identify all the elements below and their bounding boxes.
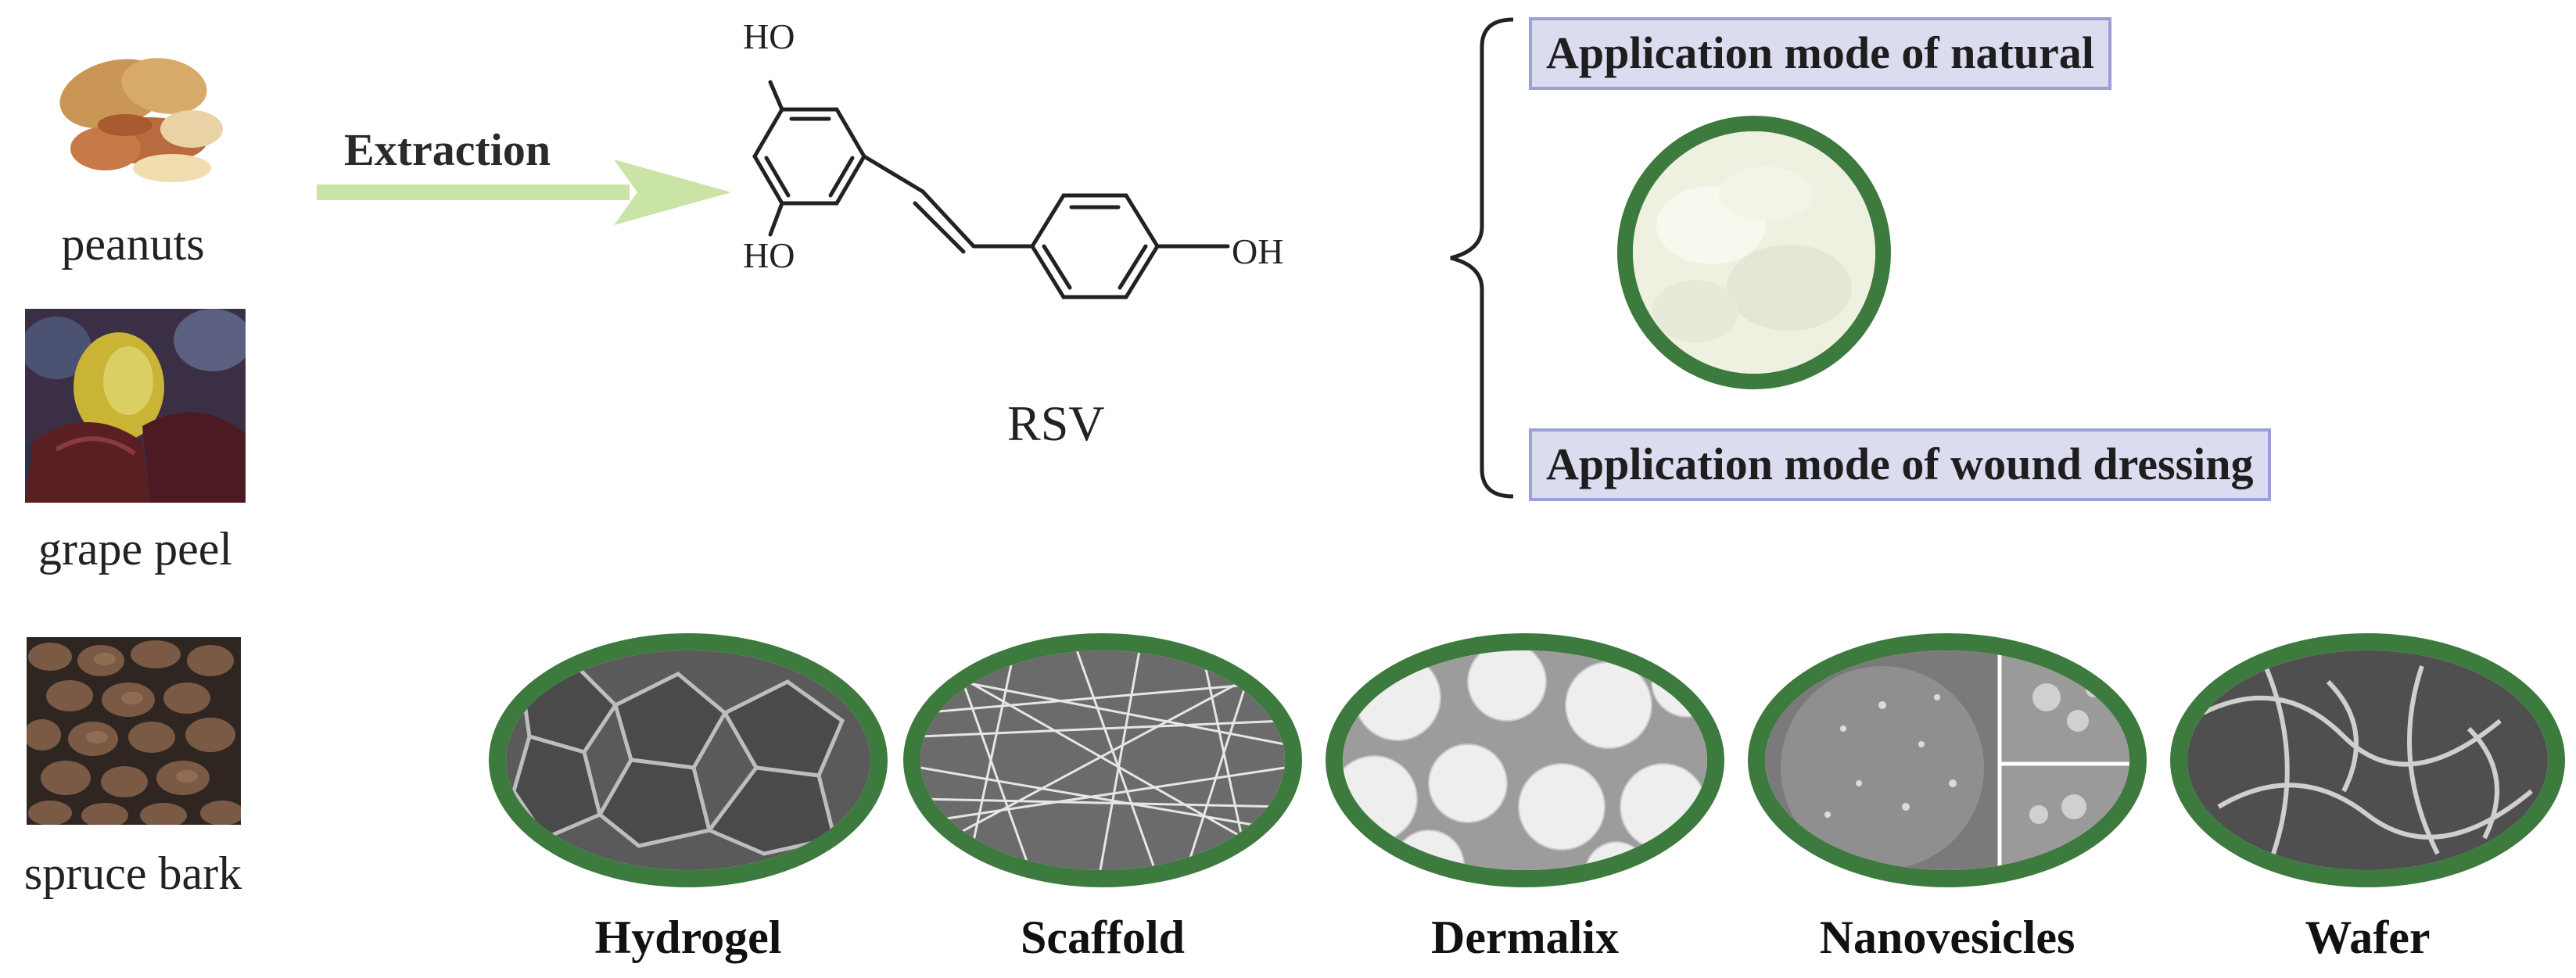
powder-circle	[1617, 116, 1891, 389]
wafer-ellipse	[2170, 633, 2565, 887]
dermalix-ellipse	[1326, 633, 1724, 887]
application-natural-box: Application mode of natural	[1529, 17, 2111, 90]
hydroxyl-bottom-label: HO	[743, 235, 795, 275]
scaffold-ellipse	[903, 633, 1302, 887]
dressing-label-wafer: Wafer	[2305, 912, 2431, 963]
nanovesicles-ellipse	[1748, 633, 2147, 887]
source-caption-peanuts: peanuts	[61, 218, 205, 270]
spruce-bark-image	[27, 637, 241, 825]
dressing-label-scaffold: Scaffold	[1021, 912, 1185, 963]
curly-brace	[1450, 17, 1514, 499]
hydroxyl-right-label: OH	[1232, 231, 1284, 271]
extraction-arrow	[317, 159, 731, 225]
hydroxyl-top-label: HO	[743, 16, 795, 56]
hydrogel-ellipse	[489, 633, 888, 887]
source-caption-spruce-bark: spruce bark	[23, 847, 242, 899]
source-caption-grape-peel: grape peel	[38, 523, 233, 575]
dressing-label-nanovesicles: Nanovesicles	[1819, 912, 2076, 963]
resveratrol-structure	[752, 80, 1230, 299]
molecule-name: RSV	[1007, 396, 1105, 451]
grape-peel-image	[25, 309, 246, 503]
extraction-label: Extraction	[344, 124, 551, 175]
application-dressing-box: Application mode of wound dressing	[1529, 428, 2271, 501]
dressing-label-hydrogel: Hydrogel	[594, 912, 782, 963]
peanuts-image	[31, 31, 235, 188]
dressing-label-dermalix: Dermalix	[1431, 912, 1619, 963]
